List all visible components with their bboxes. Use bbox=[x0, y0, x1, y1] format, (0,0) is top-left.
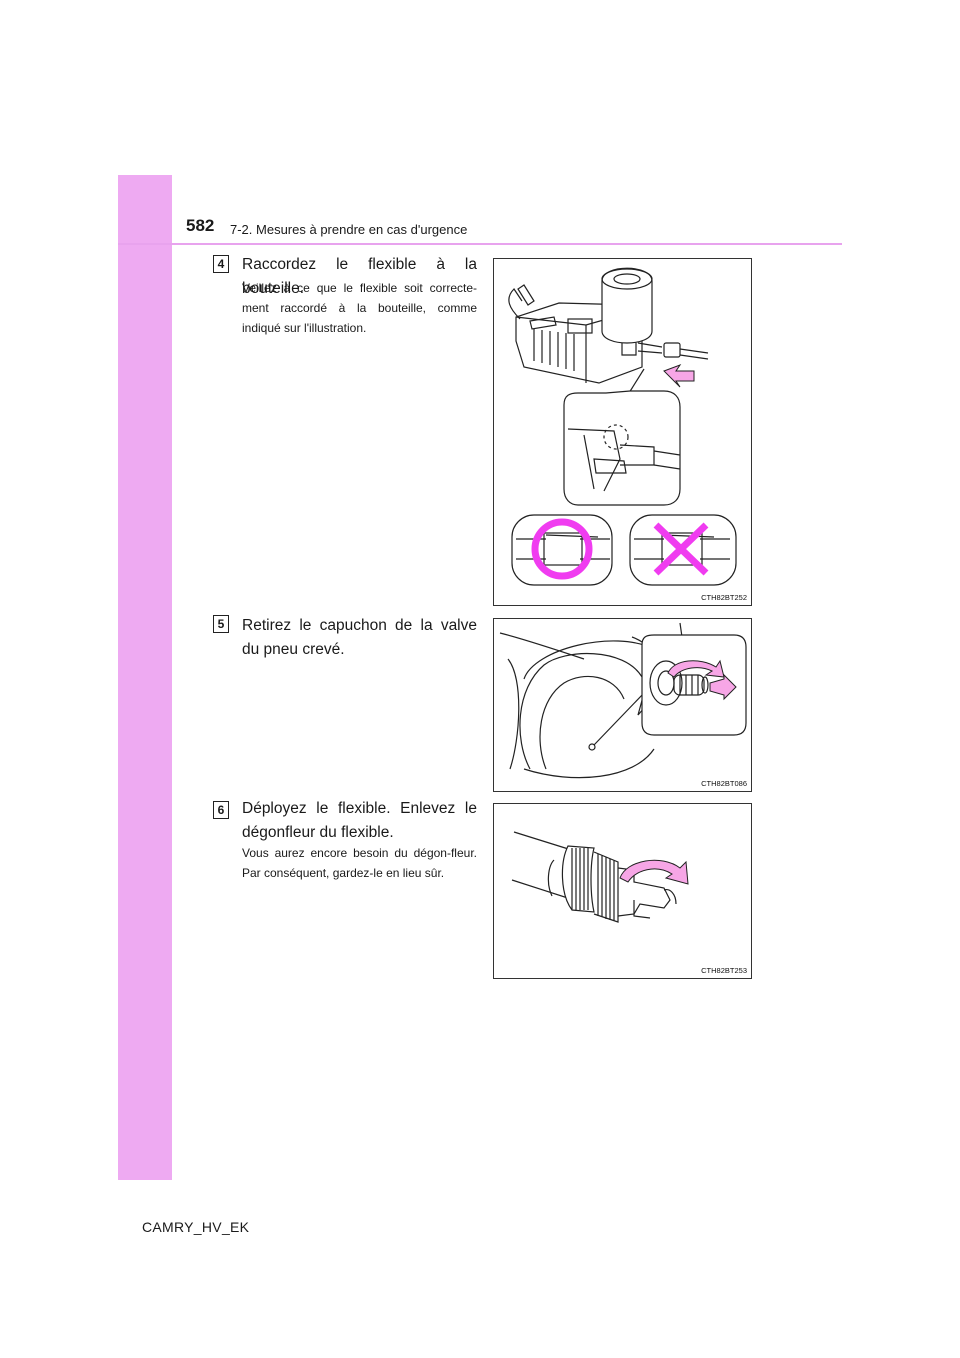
step-4-badge: 4 bbox=[213, 255, 229, 273]
footer-model-code: CAMRY_HV_EK bbox=[142, 1219, 250, 1235]
step-6-title: Déployez le flexible. Enlevez le dégonfl… bbox=[242, 800, 477, 841]
step-6-badge: 6 bbox=[213, 801, 229, 819]
section-title: 7-2. Mesures à prendre en cas d'urgence bbox=[230, 222, 468, 237]
figure-code: CTH82BT252 bbox=[701, 593, 747, 602]
chapter-tab-bar bbox=[118, 175, 172, 1180]
step-4-description: Veillez à ce que le flexible soit correc… bbox=[242, 281, 477, 335]
step-4-title: Raccordez le flexible à la bouteille. bbox=[242, 256, 477, 297]
page-number: 582 bbox=[186, 216, 215, 235]
step-5-badge: 5 bbox=[213, 615, 229, 633]
figure-code: CTH82BT253 bbox=[701, 966, 747, 975]
figure-hose-deflator: CTH82BT253 bbox=[493, 803, 752, 979]
figure-code: CTH82BT086 bbox=[701, 779, 747, 788]
tire-valve-illustration bbox=[499, 622, 747, 779]
figure-connect-hose: CTH82BT252 bbox=[493, 258, 752, 606]
step-5-title: Retirez le capuchon de la valve du pneu … bbox=[242, 617, 477, 658]
deflator-illustration bbox=[511, 831, 689, 923]
header-divider bbox=[118, 243, 842, 245]
step-6-description: Vous aurez encore besoin du dégon-fleur.… bbox=[242, 846, 477, 880]
compressor-illustration bbox=[508, 267, 737, 586]
figure-remove-valve-cap: CTH82BT086 bbox=[493, 618, 752, 792]
